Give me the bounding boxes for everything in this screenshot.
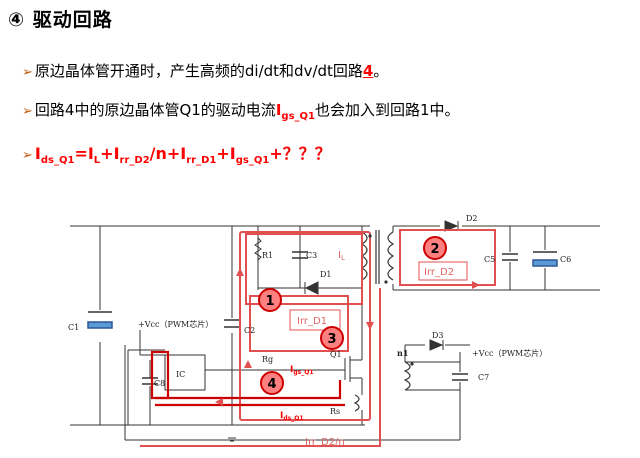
irr-d2-label: Irr_D2 [424, 267, 454, 278]
bullet-2-post: 也会加入到回路1中。 [314, 101, 460, 119]
loop-irr-d2n-path [140, 288, 381, 447]
bullet-2: ➢回路4中的原边晶体管Q1的驱动电流Igs_Q1也会加入到回路1中。 [22, 99, 460, 122]
bullet-2-current-symbol: I [275, 101, 282, 119]
circuit-wires [70, 225, 600, 441]
c6-electrolytic [532, 259, 558, 267]
loop-il-path [245, 233, 363, 305]
q1-mosfet [344, 356, 351, 382]
ids-q1-label: Ids_Q1 [280, 411, 304, 422]
rs-label: Rs [330, 407, 340, 416]
eq-sub: rr_D1 [186, 155, 217, 167]
bullet-arrow-icon: ➢ [22, 104, 33, 119]
transformer-coils [353, 230, 411, 412]
winding-dots [368, 234, 414, 366]
n1-label: n1 [397, 348, 408, 358]
c6-label: C6 [560, 255, 571, 264]
c8-label: C8 [154, 379, 165, 388]
d2-label: D2 [466, 214, 478, 223]
arrow-down-icon [366, 322, 374, 330]
loop-3-number: 3 [327, 332, 336, 347]
c8-loop [150, 350, 170, 400]
arrow-up-icon [244, 360, 252, 368]
loop-arrows [215, 268, 480, 406]
d1-label: D1 [320, 270, 332, 279]
arrow-up-icon [236, 268, 244, 276]
r1-label: R1 [262, 251, 273, 260]
irr-d2n-label: Irr_D2/n [305, 437, 345, 448]
irr-d1-label: Irr_D1 [297, 316, 327, 327]
d3-label: D3 [432, 331, 444, 340]
irr-d1-box [289, 309, 341, 331]
eq-term: I [34, 144, 41, 163]
loop-4-circle [260, 371, 284, 395]
c1-electrolytic [87, 321, 113, 329]
bullet-2-pre: 回路4中的原边晶体管Q1的驱动电流 [34, 101, 276, 119]
bullet-1-loop-number: 4 [362, 62, 374, 80]
page-title: ④ 驱动回路 [8, 9, 113, 31]
loop-circles [258, 236, 447, 395]
il-label: IL [338, 250, 345, 262]
c7-label: C7 [478, 373, 489, 382]
loop-4-paths [150, 350, 345, 407]
loop-2-number: 2 [430, 242, 439, 257]
c5-label: C5 [484, 255, 495, 264]
bullet-1-end: 。 [373, 62, 389, 80]
arrow-left-icon [215, 398, 223, 406]
bullet-arrow-icon: ➢ [22, 65, 33, 80]
bullet-2-current: Igs_Q1 [275, 101, 315, 122]
eq-sub: gs_Q1 [235, 155, 270, 167]
bullet-2-current-subscript: gs_Q1 [281, 111, 315, 122]
eq-term: =I [74, 144, 94, 163]
loop-2-path [399, 229, 496, 286]
loop-4-path [155, 380, 342, 400]
q1-label: Q1 [330, 350, 342, 359]
eq-term: +I [100, 144, 120, 163]
bullet-1: ➢原边晶体管开通时，产生高频的di/dt和dv/dt回路4。 [22, 60, 388, 81]
bullet-1-text: 原边晶体管开通时，产生高频的di/dt和dv/dt回路 [34, 62, 363, 80]
loop-4-number: 4 [267, 377, 276, 392]
d3-diode [429, 339, 444, 351]
loop-numbers: 1 2 3 4 [265, 242, 439, 392]
r1-resistor [254, 237, 262, 261]
loop-1-circle [258, 288, 282, 312]
ground-marks [228, 437, 236, 442]
rg-label: Rg [262, 355, 273, 364]
irr-d2-box [418, 261, 468, 281]
eq-term: /n+I [149, 144, 187, 163]
eq-term: +I [216, 144, 236, 163]
capacitors [87, 251, 558, 385]
eq-sub: rr_D2 [119, 155, 150, 167]
loop-2-circle [423, 236, 447, 260]
diodes [304, 220, 459, 351]
eq-sub: ds_Q1 [40, 155, 75, 167]
loop-paths [140, 229, 496, 447]
bullet-3-equation: ➢Ids_Q1=IL+Irr_D2/n+Irr_D1+Igs_Q1+？？？ [22, 140, 331, 166]
loop-3-circle [320, 326, 344, 350]
arrow-right-icon [472, 281, 480, 289]
eq-term: +？？？ [269, 144, 331, 163]
bullet-arrow-icon: ➢ [22, 148, 33, 163]
c2-label: C2 [244, 326, 255, 335]
vcc-right-label: +Vcc（PWM芯片） [472, 348, 547, 358]
c3-label: C3 [306, 251, 317, 260]
c1-label: C1 [68, 323, 79, 332]
vcc-left-label: +Vcc（PWM芯片） [138, 319, 213, 329]
ic-label: IC [176, 370, 185, 379]
d1-diode [304, 281, 319, 295]
loop-1-number: 1 [265, 294, 274, 309]
d2-diode [444, 220, 459, 232]
igs-q1-label: Igs_Q1 [290, 365, 314, 376]
eq-sub: L [93, 155, 101, 167]
loop-3-path [249, 295, 349, 352]
